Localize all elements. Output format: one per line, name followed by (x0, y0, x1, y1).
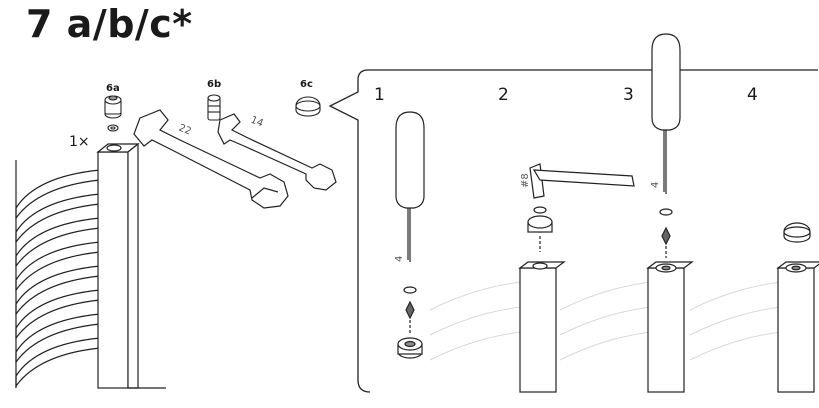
callout-frame-left (328, 80, 371, 393)
step-2-illustration (518, 163, 635, 393)
step-3-illustration (646, 33, 694, 393)
hex-key-long-arm (532, 169, 635, 187)
page-title: 7 a/b/c* (26, 2, 193, 46)
part-label-6a: 6a (106, 83, 120, 94)
part-6b-icon (207, 94, 221, 121)
radiator-left (15, 142, 166, 389)
step-number-1: 1 (374, 85, 385, 105)
screwdriver-3-size: 4 (650, 182, 661, 188)
quantity-label: 1× (69, 134, 90, 150)
step-number-3: 3 (623, 85, 634, 105)
step-number-4: 4 (747, 85, 758, 105)
screwdriver-1-handle (395, 111, 425, 209)
radiator-rails (15, 169, 101, 388)
step-1-illustration (395, 111, 425, 359)
wrench-22-icon (133, 109, 289, 209)
part-label-6b: 6b (207, 79, 222, 90)
wrench-14-icon (217, 113, 337, 191)
panel-background-radiators (429, 281, 781, 361)
step-4-illustration (776, 222, 819, 393)
wrench-22-size: 22 (177, 123, 193, 138)
radiator-post (97, 151, 129, 389)
part-6c-icon (295, 96, 321, 117)
step-number-2: 2 (498, 85, 509, 105)
callout-frame-top (357, 69, 818, 81)
wrench-14-size: 14 (249, 115, 265, 130)
part-label-6c: 6c (300, 79, 313, 90)
screwdriver-3-handle (651, 33, 681, 131)
hex-key-size: #8 (520, 173, 531, 188)
part-6a-icon (104, 95, 122, 132)
hex-key-short-arm (529, 163, 545, 199)
step-2-post (519, 267, 557, 393)
screwdriver-1-size: 4 (394, 256, 405, 262)
